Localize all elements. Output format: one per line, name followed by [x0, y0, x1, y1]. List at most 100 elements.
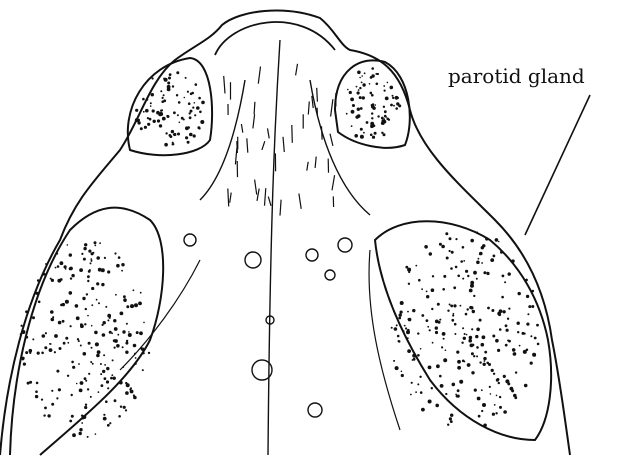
stipple-dot — [72, 433, 76, 437]
stipple-dot — [50, 310, 54, 314]
stipple-dot — [152, 77, 154, 79]
stipple-dot — [63, 342, 66, 345]
stipple-dot — [469, 289, 473, 293]
stipple-dot — [431, 387, 433, 389]
stipple-dot — [524, 384, 528, 388]
annotation-leader-line — [525, 95, 590, 235]
stipple-dot — [429, 329, 431, 331]
stipple-dot — [125, 409, 127, 411]
stipple-dot — [123, 298, 127, 302]
stipple-dot — [362, 83, 365, 86]
stipple-dot — [142, 98, 145, 101]
stipple-dot — [96, 282, 99, 285]
stipple-dot — [101, 384, 104, 387]
stipple-dot — [495, 412, 497, 414]
stipple-dot — [123, 406, 126, 409]
stipple-dot — [457, 275, 460, 278]
stipple-dot — [107, 319, 109, 321]
stipple-dot — [473, 355, 475, 357]
stipple-dot — [357, 91, 360, 94]
stipple-dot — [96, 299, 98, 301]
stipple-dot — [23, 363, 26, 366]
stipple-dot — [499, 309, 503, 313]
stipple-dot — [67, 375, 69, 377]
stipple-dot — [200, 120, 204, 124]
stipple-dot — [483, 363, 486, 366]
stipple-dot — [354, 134, 358, 138]
stipple-dot — [371, 67, 374, 70]
stipple-dot — [178, 101, 181, 104]
stipple-dot — [361, 75, 363, 77]
stipple-dot — [493, 255, 496, 258]
stipple-dot — [112, 359, 114, 361]
stipple-dot — [359, 77, 361, 79]
stipple-dot — [360, 135, 364, 139]
stipple-dot — [76, 383, 78, 385]
hatch-stroke — [255, 180, 257, 195]
inner-fold-left — [120, 260, 200, 370]
stipple-dot — [449, 417, 452, 420]
stipple-dot — [133, 396, 137, 400]
stipple-dot — [83, 352, 87, 356]
stipple-dot — [147, 123, 150, 126]
stipple-dot — [404, 325, 406, 327]
stipple-dot — [143, 322, 145, 324]
stipple-dot — [492, 413, 495, 416]
stipple-dot — [347, 89, 349, 91]
stipple-dot — [515, 371, 517, 373]
stipple-dot — [85, 380, 87, 382]
stipple-dot — [51, 390, 53, 392]
stipple-dot — [349, 91, 352, 94]
stipple-dot — [87, 280, 89, 282]
stipple-dot — [21, 325, 23, 327]
stipple-dot — [482, 403, 486, 407]
stipple-dot — [79, 389, 83, 393]
stipple-dot — [27, 382, 30, 385]
stipple-dot — [449, 304, 451, 306]
stipple-dot — [481, 262, 483, 264]
stipple-dot — [163, 94, 165, 96]
hatch-stroke — [315, 157, 316, 168]
stipple-dot — [394, 327, 398, 331]
stipple-dot — [359, 87, 361, 89]
stipple-dot — [187, 91, 189, 93]
stipple-dot — [489, 386, 491, 388]
stipple-dot — [457, 395, 460, 398]
hatch-stroke — [258, 67, 260, 84]
stipple-dot — [193, 134, 196, 137]
stipple-dot — [484, 360, 486, 362]
stipple-dot — [138, 302, 142, 306]
stipple-dot — [169, 73, 172, 76]
stipple-dot — [67, 342, 69, 344]
stipple-dot — [375, 73, 377, 75]
stipple-dot — [122, 346, 124, 348]
stipple-dot — [35, 395, 38, 398]
stipple-dot — [84, 377, 87, 380]
stipple-dot — [83, 258, 86, 261]
stipple-dot — [194, 102, 196, 104]
stipple-dot — [76, 316, 80, 320]
stipple-dot — [527, 313, 529, 315]
dorsal-ridge-right — [310, 80, 370, 215]
stipple-dot — [95, 342, 99, 346]
stipple-dot — [393, 360, 395, 362]
wart — [184, 234, 196, 246]
stipple-dot — [116, 344, 120, 348]
stipple-dot — [188, 102, 191, 105]
stipple-dot — [397, 97, 399, 99]
stipple-dot — [164, 143, 168, 147]
stipple-dot — [390, 104, 393, 107]
stipple-dot — [503, 375, 506, 378]
stipple-dot — [103, 354, 105, 356]
stipple-dot — [537, 343, 540, 346]
stipple-dot — [391, 327, 393, 329]
stipple-dot — [134, 353, 136, 355]
stipple-dot — [85, 404, 87, 406]
hatch-stroke — [254, 102, 255, 115]
stipple-dot — [442, 332, 446, 336]
stipple-dot — [72, 366, 75, 369]
stipple-dot — [369, 83, 371, 85]
stipple-dot — [41, 352, 44, 355]
stipple-dot — [35, 292, 38, 295]
stipple-dot — [514, 352, 517, 355]
